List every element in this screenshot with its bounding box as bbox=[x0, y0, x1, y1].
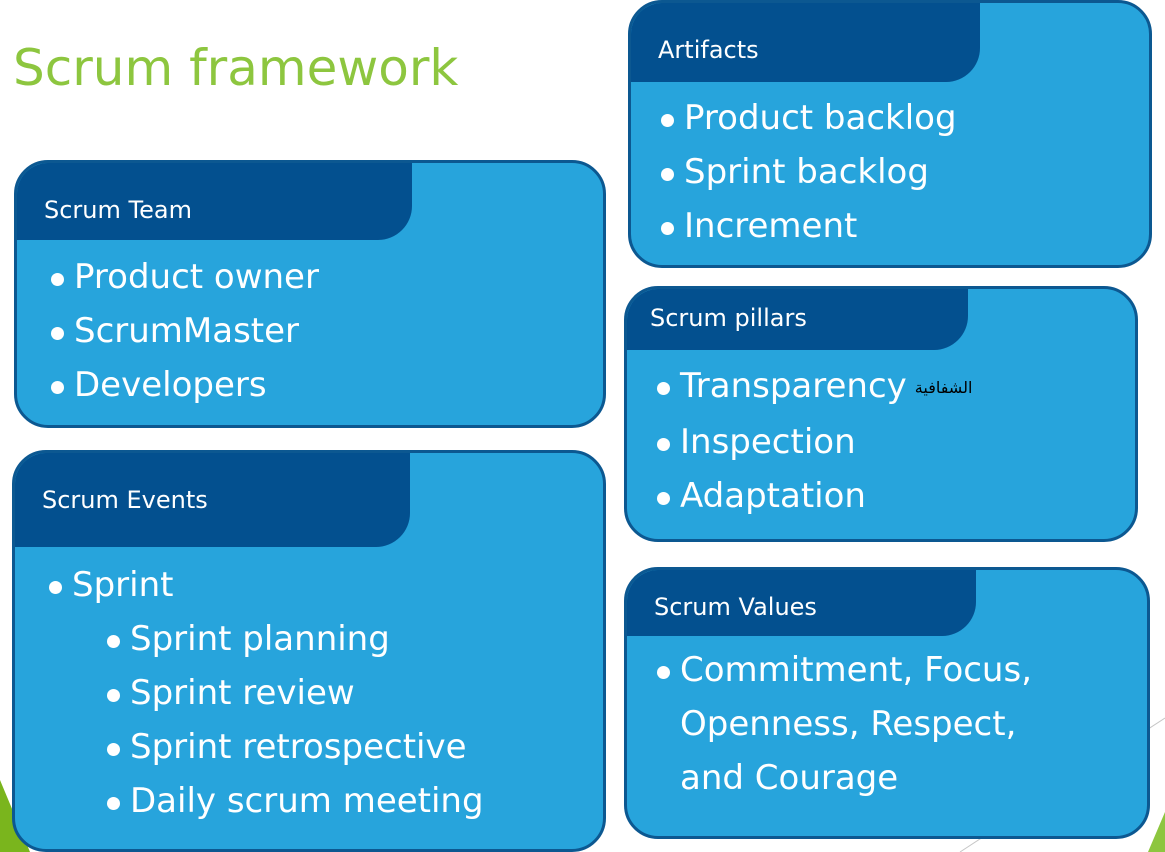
scrum-values-box: Scrum Values Commitment, Focus, Openness… bbox=[624, 567, 1150, 839]
list-sub-item: Daily scrum meeting bbox=[106, 774, 484, 828]
pillar-transparency: Transparency bbox=[680, 366, 907, 406]
page-title: Scrum framework bbox=[13, 39, 459, 97]
scrum-events-list: Sprint Sprint planning Sprint review Spr… bbox=[48, 558, 484, 828]
list-item: Transparency الشفافية bbox=[656, 359, 972, 415]
list-item: ScrumMaster bbox=[50, 304, 319, 358]
corner-accent-bottom-right bbox=[1148, 812, 1165, 852]
artifacts-header: Artifacts bbox=[631, 3, 980, 82]
list-item: Commitment, Focus, Openness, Respect, an… bbox=[656, 643, 1076, 805]
list-item: Sprint backlog bbox=[660, 145, 957, 199]
list-item: Developers bbox=[50, 358, 319, 412]
arabic-annotation: الشفافية bbox=[914, 378, 973, 397]
list-item: Adaptation bbox=[656, 469, 972, 523]
list-sub-item: Sprint review bbox=[106, 666, 484, 720]
list-item: Product owner bbox=[50, 250, 319, 304]
list-item: Sprint bbox=[48, 558, 484, 612]
list-item: Inspection bbox=[656, 415, 972, 469]
scrum-team-list: Product owner ScrumMaster Developers bbox=[50, 250, 319, 412]
scrum-pillars-list: Transparency الشفافية Inspection Adaptati… bbox=[656, 359, 972, 523]
list-item: Product backlog bbox=[660, 91, 957, 145]
scrum-values-list: Commitment, Focus, Openness, Respect, an… bbox=[656, 643, 1076, 805]
scrum-values-header: Scrum Values bbox=[627, 570, 976, 636]
scrum-events-box: Scrum Events Sprint Sprint planning Spri… bbox=[12, 450, 606, 852]
artifacts-list: Product backlog Sprint backlog Increment bbox=[660, 91, 957, 253]
artifacts-box: Artifacts Product backlog Sprint backlog… bbox=[628, 0, 1152, 268]
scrum-pillars-box: Scrum pillars Transparency الشفافية Inspe… bbox=[624, 286, 1138, 542]
list-sub-item: Sprint planning bbox=[106, 612, 484, 666]
scrum-pillars-header: Scrum pillars bbox=[627, 289, 968, 350]
scrum-events-header: Scrum Events bbox=[15, 453, 410, 547]
list-sub-item: Sprint retrospective bbox=[106, 720, 484, 774]
scrum-team-box: Scrum Team Product owner ScrumMaster Dev… bbox=[14, 160, 606, 428]
list-item: Increment bbox=[660, 199, 957, 253]
scrum-team-header: Scrum Team bbox=[17, 163, 412, 240]
